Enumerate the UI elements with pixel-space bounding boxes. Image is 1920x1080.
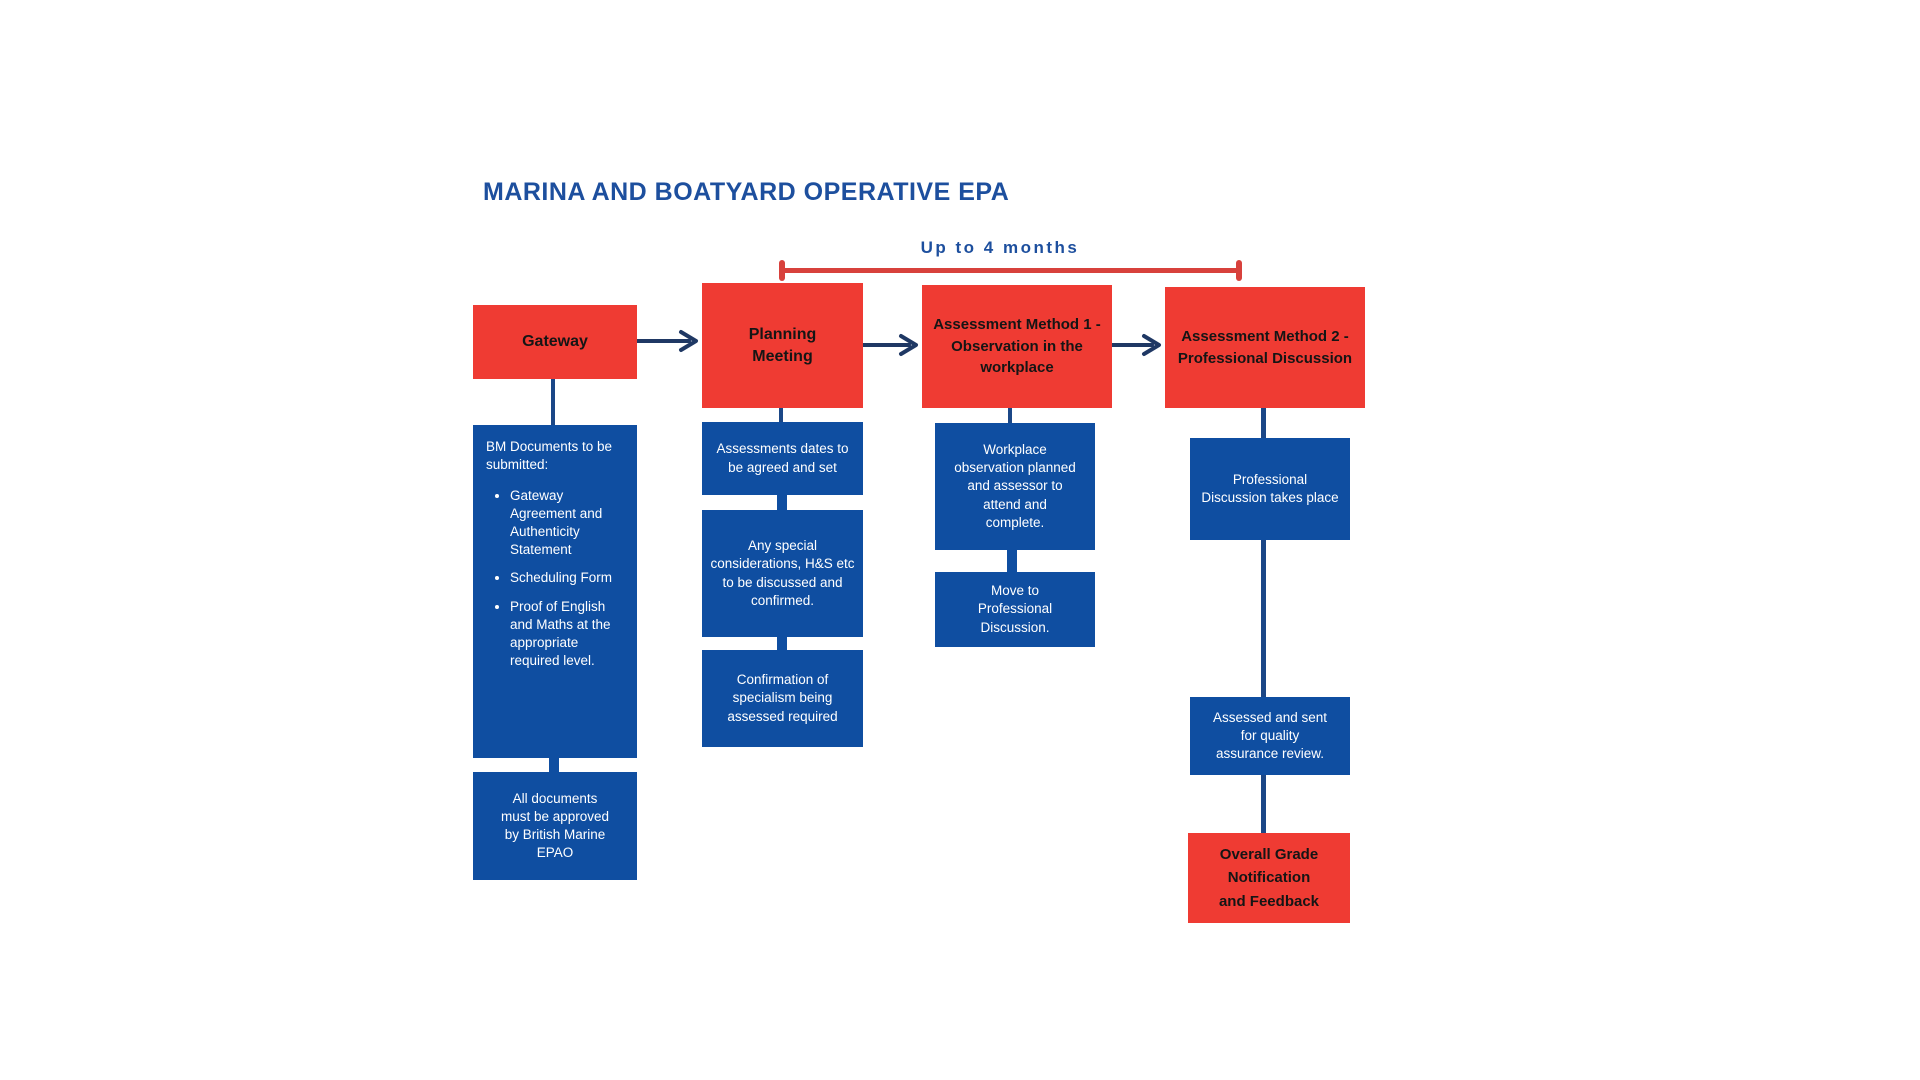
method1-step-2-text: Move to Professional Discussion. xyxy=(977,583,1053,635)
connector-method2-to-step1 xyxy=(1261,408,1266,438)
planning-step-3: Confirmation of specialism being assesse… xyxy=(702,650,863,747)
connector-method1-step1-step2 xyxy=(1007,550,1017,572)
method2-step-1: Professional Discussion takes place xyxy=(1190,438,1350,540)
method2-step-1-text: Professional Discussion takes place xyxy=(1201,471,1339,505)
overall-grade-text: Overall Grade Notification and Feedback xyxy=(1218,846,1320,910)
method1-step-1-text: Workplace observation planned and assess… xyxy=(954,442,1076,530)
connector-step2-to-grade xyxy=(1261,775,1266,833)
connector-method2-step1-step2 xyxy=(1261,540,1266,697)
gateway-documents-box: BM Documents to be submitted: Gateway Ag… xyxy=(473,425,637,758)
stage-gateway-label: Gateway xyxy=(522,333,588,350)
planning-step-2: Any special considerations, H&S etc to b… xyxy=(702,510,863,637)
approval-box: All documents must be approved by Britis… xyxy=(473,772,637,880)
connector-gateway-to-documents xyxy=(551,379,555,425)
connector-planning-step1-step2 xyxy=(777,495,787,510)
timeline-bracket-cap-right xyxy=(1236,260,1242,281)
arrow-method1-to-method2 xyxy=(1112,334,1161,356)
document-bullet: Gateway Agreement and Authenticity State… xyxy=(510,487,618,559)
method2-step-2-text: Assessed and sent for quality assurance … xyxy=(1212,709,1328,762)
planning-step-1: Assessments dates to be agreed and set xyxy=(702,422,863,495)
stage-assessment-method-1: Assessment Method 1 - Observation in the… xyxy=(922,285,1112,408)
planning-step-1-text: Assessments dates to be agreed and set xyxy=(716,441,849,475)
stage-assessment-method-2: Assessment Method 2 - Professional Discu… xyxy=(1165,287,1365,408)
document-bullet: Scheduling Form xyxy=(510,569,618,587)
planning-step-2-text: Any special considerations, H&S etc to b… xyxy=(710,538,855,608)
arrow-planning-to-method1 xyxy=(863,334,918,356)
page-title: MARINA AND BOATYARD OPERATIVE EPA xyxy=(483,178,1010,206)
documents-list: Gateway Agreement and Authenticity State… xyxy=(486,487,618,670)
timeline-bracket-cap-left xyxy=(779,260,785,281)
stage-planning-meeting-label: Planning Meeting xyxy=(748,325,817,365)
method2-step-2: Assessed and sent for quality assurance … xyxy=(1190,697,1350,775)
timeline-label: Up to 4 months xyxy=(920,238,1080,257)
documents-intro: BM Documents to be submitted: xyxy=(486,439,613,473)
connector-planning-step2-step3 xyxy=(777,637,787,650)
overall-grade-box: Overall Grade Notification and Feedback xyxy=(1188,833,1350,923)
method1-step-2: Move to Professional Discussion. xyxy=(935,572,1095,647)
arrow-gateway-to-planning xyxy=(637,330,698,352)
stage-assessment-method-1-label: Assessment Method 1 - Observation in the… xyxy=(933,315,1101,377)
document-bullet: Proof of English and Maths at the approp… xyxy=(510,598,618,670)
stage-gateway: Gateway xyxy=(473,305,637,379)
stage-planning-meeting: Planning Meeting xyxy=(702,283,863,408)
connector-method1-to-step1 xyxy=(1008,408,1012,423)
method1-step-1: Workplace observation planned and assess… xyxy=(935,423,1095,550)
timeline-bracket-line xyxy=(782,268,1240,273)
connector-documents-to-approval xyxy=(549,758,559,772)
stage-assessment-method-2-label: Assessment Method 2 - Professional Discu… xyxy=(1177,327,1353,367)
approval-box-text: All documents must be approved by Britis… xyxy=(500,790,610,861)
connector-planning-to-step1 xyxy=(779,408,783,422)
planning-step-3-text: Confirmation of specialism being assesse… xyxy=(727,672,838,724)
